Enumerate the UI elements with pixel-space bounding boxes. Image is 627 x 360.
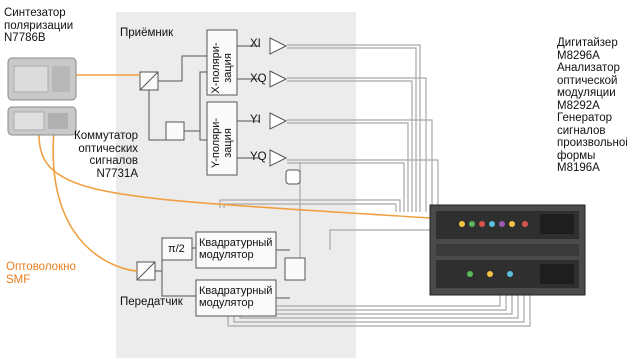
pi2-label: π/2 — [168, 243, 185, 255]
fiber-label: Оптоволокно SMF — [6, 261, 76, 286]
y-pol-label: Y-поляри- зация — [210, 113, 234, 173]
modulator-1-label: Квадратурный модулятор — [199, 237, 272, 261]
instruments-label: Дигитайзер M8296A Анализатор оптической … — [557, 37, 627, 175]
signal-xi: XI — [250, 38, 261, 50]
switch-label: Коммутатор оптических сигналов N7731A — [58, 130, 138, 180]
coupler — [286, 170, 300, 184]
synthesizer-device — [8, 58, 76, 100]
instrument-rack — [430, 205, 585, 295]
x-pol-label: X-поляри- зация — [210, 38, 234, 98]
transmitter-label: Передатчик — [120, 296, 183, 309]
signal-xq: XQ — [250, 73, 267, 85]
signal-yq: YQ — [250, 151, 267, 163]
polarization-combiner — [285, 258, 305, 280]
modulator-2-label: Квадратурный модулятор — [199, 285, 272, 309]
signal-yi: YI — [250, 114, 261, 126]
synthesizer-label: Синтезатор поляризации N7786B — [4, 7, 73, 45]
receiver-label: Приёмник — [120, 27, 173, 40]
polarization-splitter — [166, 122, 184, 140]
